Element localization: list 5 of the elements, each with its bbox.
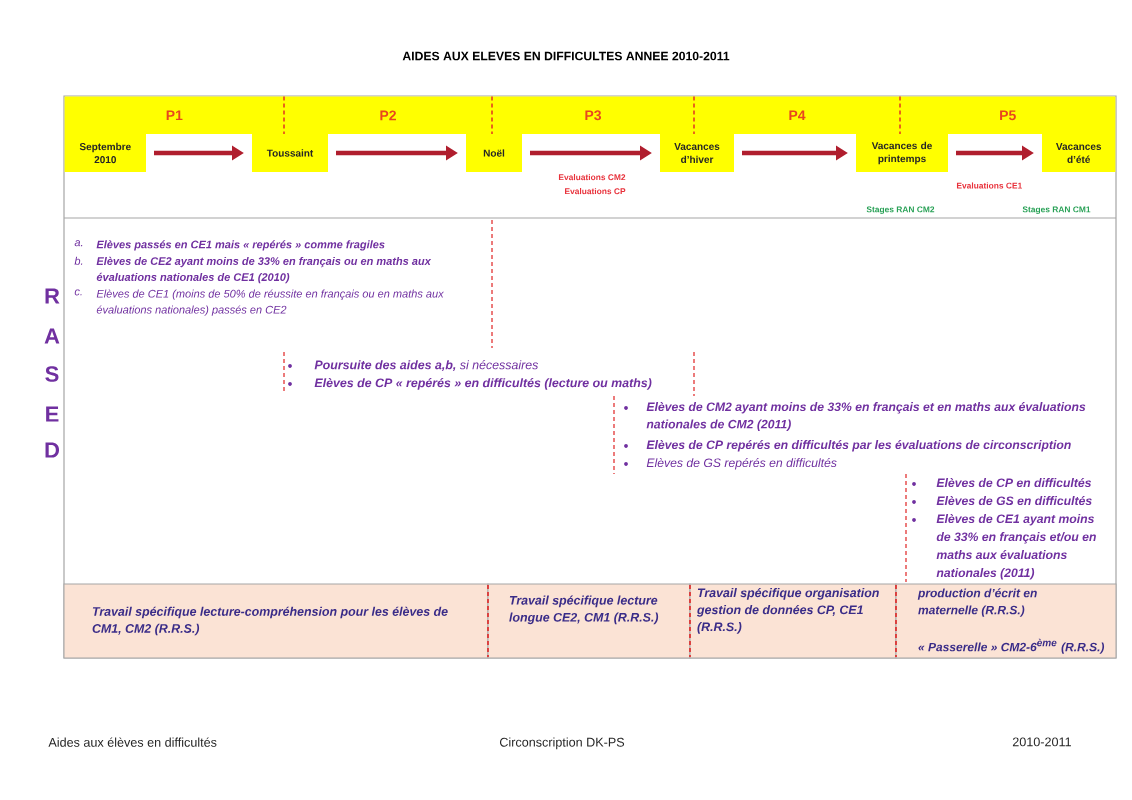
heading-letter: R bbox=[45, 288, 60, 304]
heading-letter: E bbox=[46, 406, 59, 422]
heading-letter: D bbox=[45, 442, 59, 458]
heading-letter: A bbox=[44, 328, 60, 344]
heading-letter: S bbox=[45, 366, 59, 382]
